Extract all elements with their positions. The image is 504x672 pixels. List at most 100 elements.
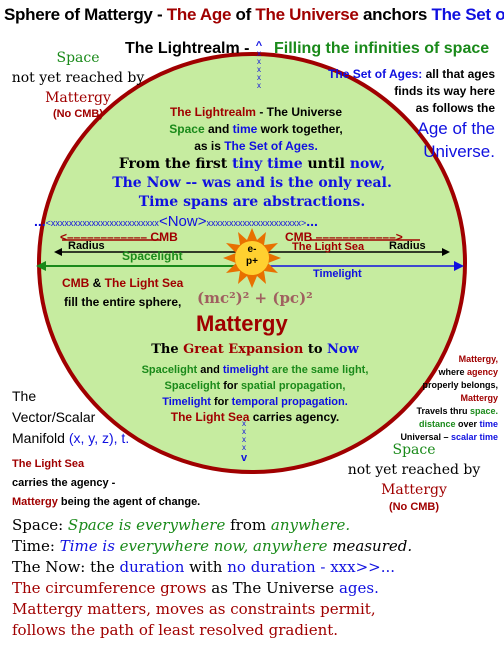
now-def-with: with — [184, 558, 228, 576]
radius-left-label: Radius — [68, 240, 105, 252]
rn-scalar-time: scalar time — [450, 432, 498, 442]
space-note-br-line2: not yet reached by — [347, 462, 481, 478]
page-title: Sphere of Mattergy - The Age of The Univ… — [4, 5, 504, 25]
light-sea-word: The Light Sea — [104, 276, 184, 290]
now-axis-right-dots: ... — [306, 213, 318, 229]
manifold-the: The — [12, 388, 37, 404]
space-note-line2: not yet reached by — [11, 70, 145, 86]
vertical-axis-top-marks: x x x x x — [257, 49, 261, 90]
circ-ages: ages. — [338, 579, 379, 597]
time-def-e: measured. — [327, 537, 413, 555]
space-def-label: Space: — [12, 516, 68, 534]
rn-belongs: properly belongs, — [422, 380, 498, 390]
sun-icon — [223, 228, 281, 288]
lsn-carries: carries the agency - — [12, 477, 116, 489]
rn-where: where — [438, 367, 467, 377]
vertical-axis-bottom-marks: x x x x — [242, 419, 246, 452]
mattergy-title: Mattergy — [196, 311, 288, 336]
inside-lightrealm: The Lightrealm — [169, 105, 256, 119]
time-spans: Time spans are abstractions. — [138, 194, 366, 210]
energy-formula: (mc²)² + (pc)² — [197, 289, 313, 307]
circ-as: as The Universe — [206, 579, 339, 597]
fill-sphere-text: fill the entire sphere, — [64, 295, 182, 309]
now-def-duration: duration — [119, 558, 185, 576]
and-word: and — [197, 364, 223, 376]
rn-mattergy: Mattergy, — [458, 354, 498, 364]
space-def-b: Space is — [67, 516, 137, 534]
time-def-b: Time is — [59, 537, 120, 555]
rn-over: over — [455, 419, 480, 429]
inside-first-time-text: From the first tiny time until now, The … — [94, 155, 410, 212]
title-part3: of — [231, 5, 256, 24]
radius-arrowhead-right — [442, 248, 450, 256]
space-def-d: from — [225, 516, 271, 534]
timelight-label: Timelight — [313, 268, 362, 280]
space-definition: Space: Space is everywhere from anywhere… — [12, 515, 412, 536]
for-word-2: for — [210, 396, 232, 408]
cmb-light-sea-text: CMB & The Light Sea — [62, 276, 183, 290]
cmb-left-label: <–––––––––––– CMB — [60, 230, 178, 244]
cmb-word: CMB — [62, 276, 90, 290]
title-part5: anchors — [358, 5, 432, 24]
time-def-label: Time: — [12, 537, 60, 555]
timelight-arrowhead — [454, 261, 464, 271]
space-note-line4: (No CMB) — [52, 108, 104, 120]
rn-space: space. — [469, 406, 498, 416]
temporal-propagation: temporal propagation. — [231, 396, 348, 408]
lsn-agent: being the agent of change. — [57, 496, 201, 508]
title-set-of-ages: The Set of Ages. — [431, 5, 504, 24]
for-word: for — [220, 380, 241, 392]
time-def-c: everywhere now, — [119, 537, 254, 555]
lsn-mattergy: Mattergy — [12, 496, 58, 508]
inside-and: and — [204, 122, 233, 136]
light-sea-right-label: The Light Sea — [292, 241, 365, 253]
great-expansion-text: The Great Expansion to Now — [130, 341, 380, 358]
now-axis-left-dots: ... — [34, 213, 46, 229]
inside-as-is: as is — [194, 139, 225, 153]
set-of-ages-text1: all that ages — [422, 67, 495, 81]
timelight-word: timelight — [222, 364, 269, 376]
manifold-word: Manifold — [12, 430, 69, 446]
sun-label: e- p+ — [246, 244, 258, 267]
rn-distance: distance — [418, 419, 456, 429]
now-def-tail: - xxx>>... — [315, 558, 396, 576]
space-note-br-line4: (No CMB) — [388, 501, 440, 513]
space-note-br-line3: Mattergy — [381, 482, 447, 498]
carries-agency: carries agency. — [249, 410, 340, 424]
manifold-vector-scalar: Vector/Scalar — [12, 409, 96, 425]
space-note-line3: Mattergy — [45, 90, 111, 106]
space-def-c: everywhere — [136, 516, 226, 534]
title-part1: Sphere of Mattergy - — [4, 5, 167, 24]
mattergy-matters-2: follows the path of least resolved gradi… — [12, 621, 339, 639]
only-real: only real. — [318, 175, 392, 191]
amp: & — [89, 276, 105, 290]
the-word: The — [151, 342, 184, 357]
set-of-ages-text2: finds its way here — [394, 84, 495, 98]
set-of-ages-note: The Set of Ages: all that ages finds its… — [328, 66, 495, 163]
rn-mattergy2: Mattergy — [460, 393, 498, 403]
space-note-line1: Space — [56, 50, 100, 66]
to-word: to — [303, 342, 328, 357]
spacelight-word: Spacelight — [141, 364, 198, 376]
now-definition: The Now: the duration with no duration -… — [12, 557, 412, 578]
light-sea-word-2: The Light Sea — [170, 410, 250, 424]
inside-set-of-ages: The Set of Ages. — [224, 139, 318, 153]
universe-label: Universe. — [423, 142, 495, 161]
inside-bottom-text: Spacelight and timelight are the same li… — [110, 362, 400, 410]
manifold-coords: (x, y, z), t. — [68, 430, 130, 446]
space-def-e: anywhere. — [270, 516, 351, 534]
title-age: The Age — [166, 5, 232, 24]
until: until — [302, 156, 350, 172]
the-now-was: The Now -- was and is the — [112, 175, 319, 191]
rn-agency: agency — [466, 367, 498, 377]
spacelight-word-2: Spacelight — [164, 380, 221, 392]
set-of-ages-label: The Set of Ages: — [328, 67, 423, 81]
now-label: <Now> — [158, 213, 207, 230]
circ-grows: The circumference grows — [12, 579, 207, 597]
now-def-label: The Now: the — [12, 558, 120, 576]
inside-space: Space — [169, 122, 205, 136]
now-axis-right-x: xxxxxxxxxxxxxxxxxxxxx> — [206, 218, 307, 228]
same-light: are the same light, — [268, 364, 369, 376]
